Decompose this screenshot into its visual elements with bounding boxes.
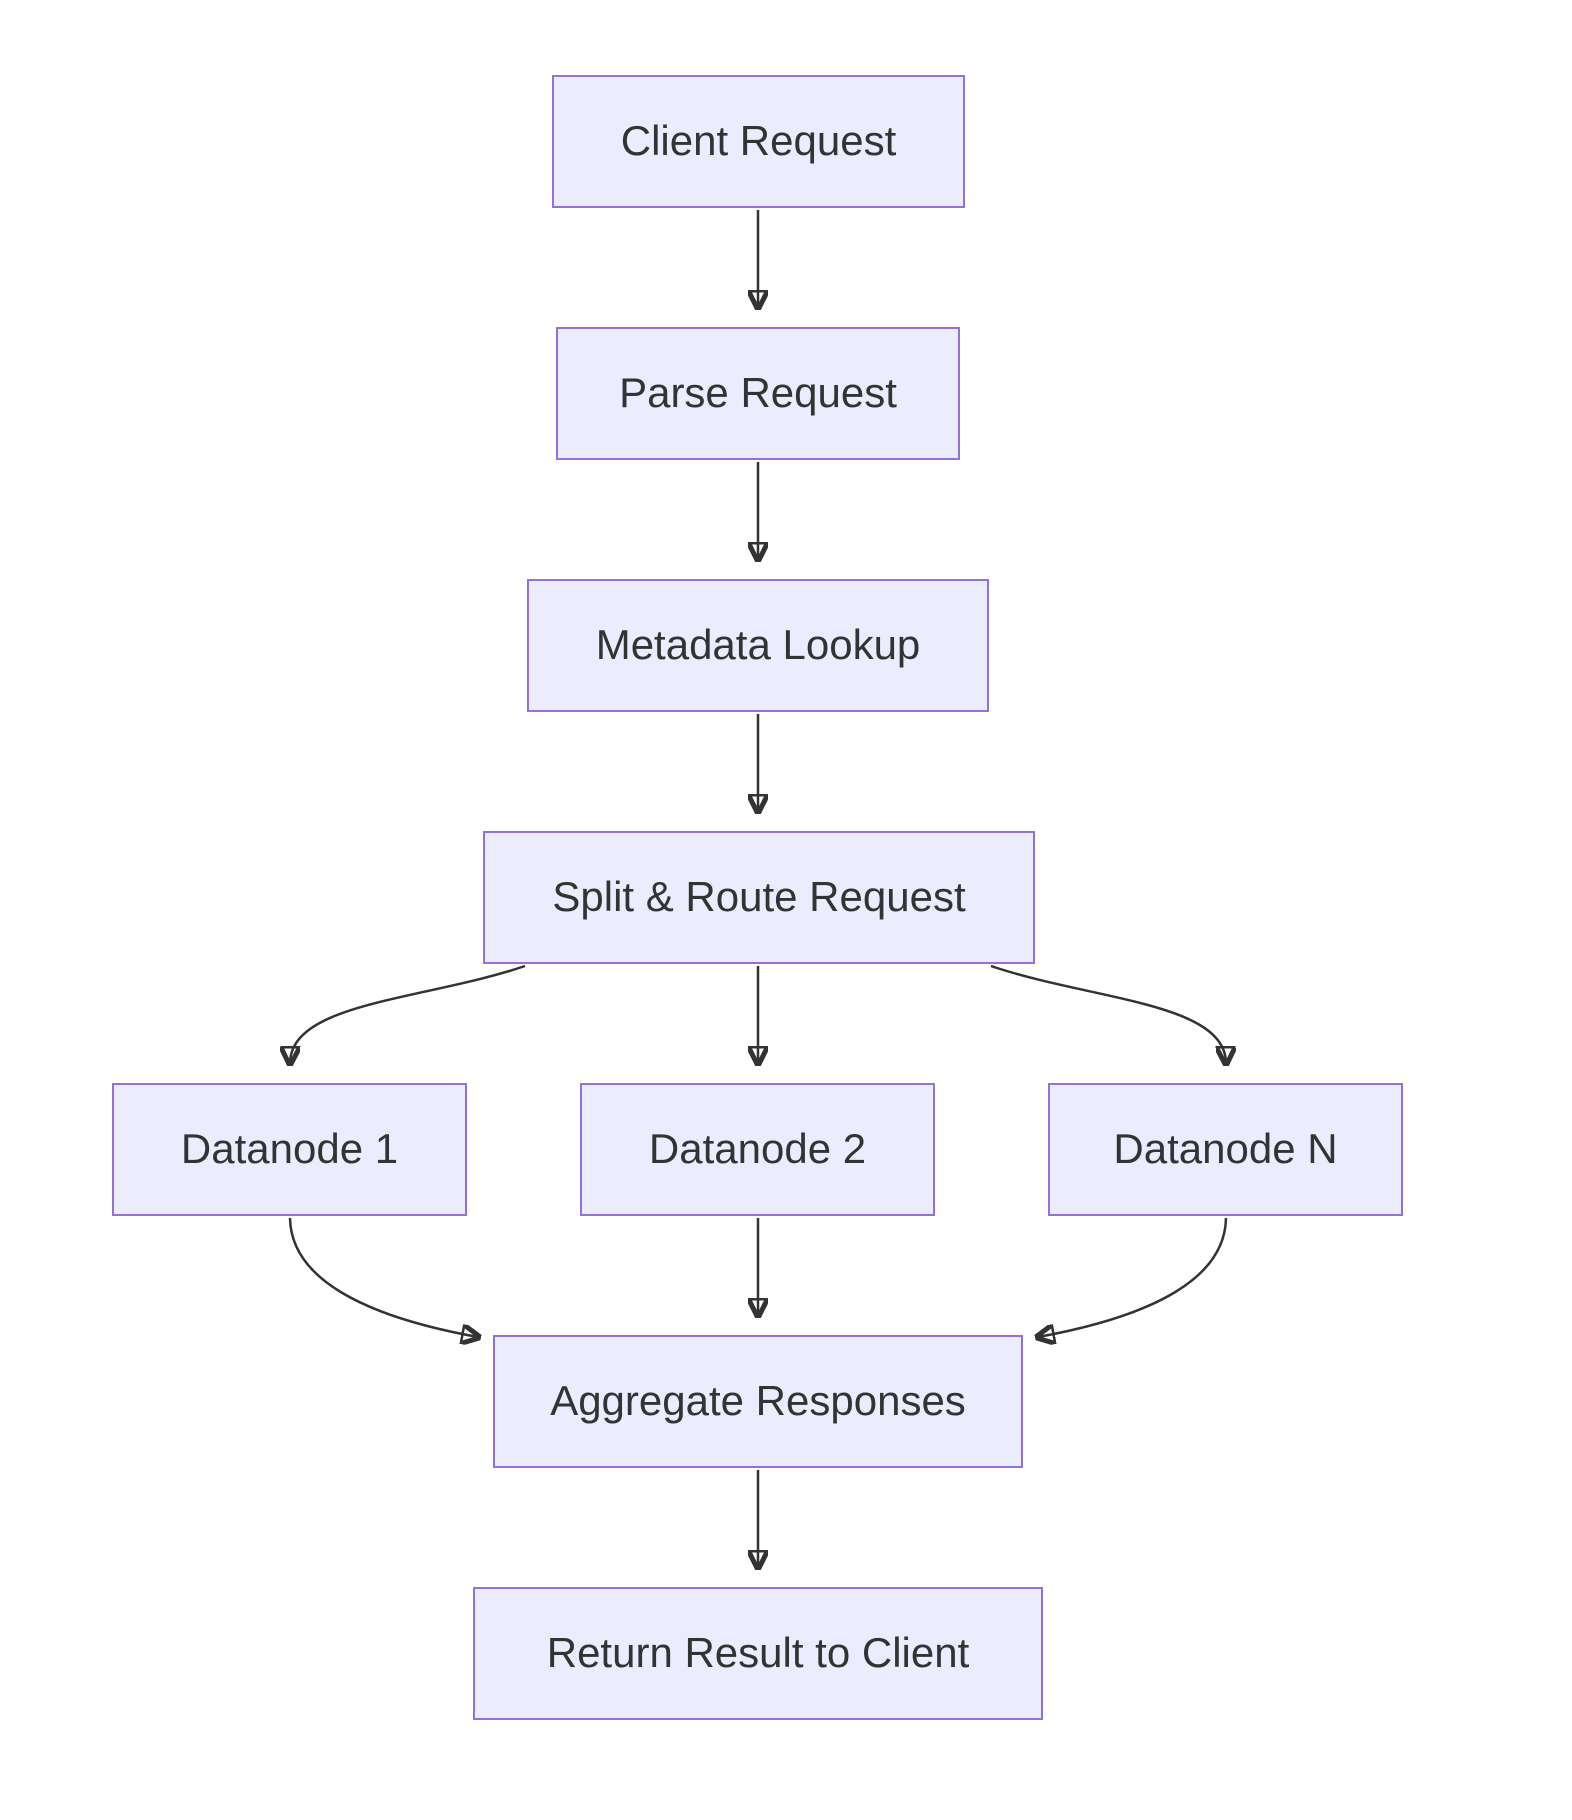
node-split-route-request-label: Split & Route Request: [552, 873, 966, 921]
edge-split-to-datanode-1: [290, 964, 526, 1063]
node-split-route-request: Split & Route Request: [483, 831, 1035, 964]
node-return-result-label: Return Result to Client: [546, 1629, 970, 1677]
node-datanode-2: Datanode 2: [580, 1083, 935, 1216]
node-parse-request: Parse Request: [556, 327, 960, 460]
edge-datanode-n-to-aggregate: [1038, 1217, 1228, 1337]
node-datanode-1-label: Datanode 1: [180, 1125, 399, 1173]
node-datanode-1: Datanode 1: [112, 1083, 467, 1216]
node-client-request: Client Request: [552, 75, 965, 208]
node-client-request-label: Client Request: [620, 117, 897, 165]
node-datanode-n: Datanode N: [1048, 1083, 1403, 1216]
node-parse-request-label: Parse Request: [619, 369, 897, 417]
node-return-result: Return Result to Client: [473, 1587, 1043, 1720]
node-datanode-2-label: Datanode 2: [648, 1125, 867, 1173]
node-aggregate-responses-label: Aggregate Responses: [550, 1377, 966, 1425]
node-datanode-n-label: Datanode N: [1113, 1125, 1338, 1173]
node-metadata-lookup: Metadata Lookup: [527, 579, 989, 712]
edge-datanode-1-to-aggregate: [288, 1217, 478, 1337]
edge-split-to-datanode-n: [990, 964, 1226, 1063]
node-aggregate-responses: Aggregate Responses: [493, 1335, 1023, 1468]
node-metadata-lookup-label: Metadata Lookup: [595, 621, 921, 669]
